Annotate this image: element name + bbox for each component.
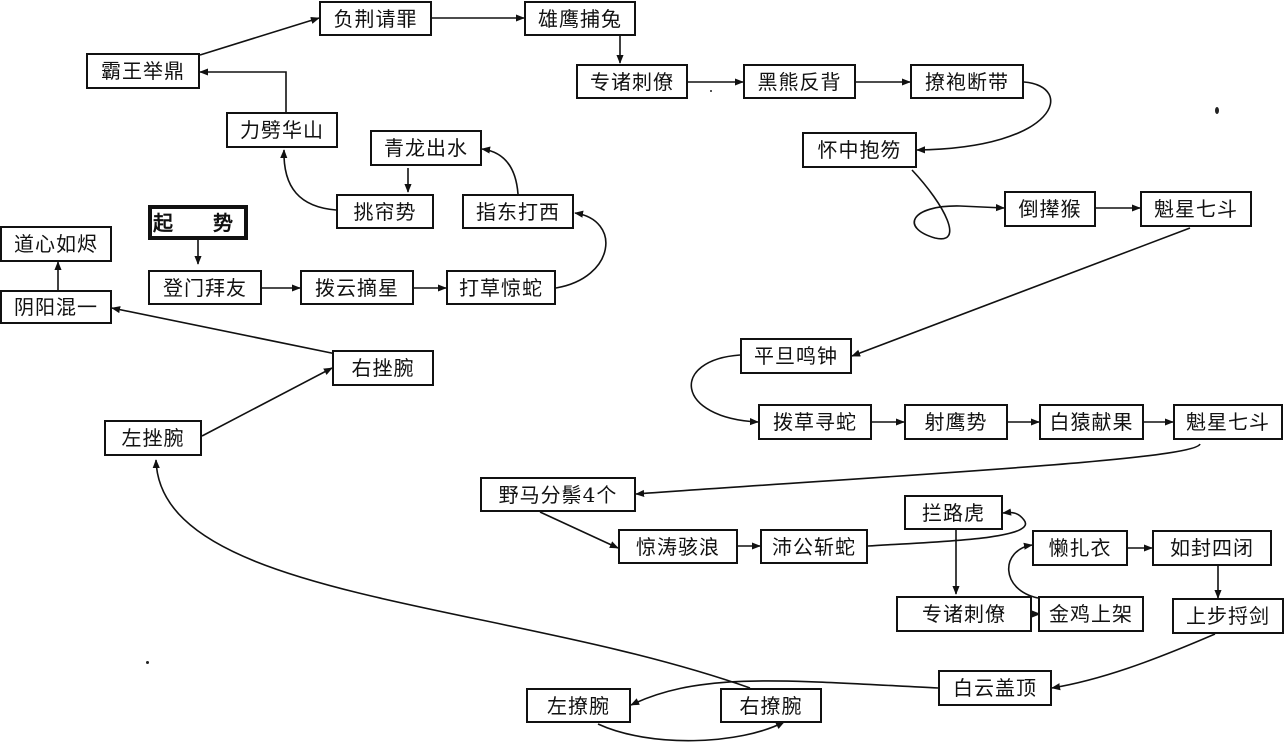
node-kuixing1: 魁星七斗 — [1140, 191, 1252, 227]
node-rufeng: 如封四闭 — [1152, 530, 1272, 566]
node-youliao: 右撩腕 — [720, 688, 822, 723]
arrow-baiyun-to-zuoliao — [630, 680, 939, 706]
node-kuixing2: 魁星七斗 — [1173, 404, 1283, 440]
node-zhidong: 指东打西 — [462, 194, 574, 229]
node-zuoliao: 左撩腕 — [526, 688, 631, 723]
node-baiyun: 白云盖顶 — [938, 670, 1052, 706]
arrow-youcuo-to-yinyang — [111, 306, 347, 357]
ink-speck — [146, 661, 149, 664]
node-yema: 野马分鬃4个 — [480, 477, 636, 512]
arrow-zuocuo-to-youcuo — [201, 367, 333, 437]
arrow-dacao-to-zhidong — [555, 210, 607, 289]
arrow-bawang-to-fujing — [199, 16, 320, 56]
node-pingdan: 平旦鸣钟 — [740, 338, 852, 374]
arrow-huaizhong-to-daonian — [911, 169, 1005, 240]
node-youcuo: 右挫腕 — [332, 350, 434, 386]
node-yinyang: 阴阳混一 — [0, 290, 112, 324]
node-baiyuan: 白猿献果 — [1039, 404, 1144, 440]
node-shangbu: 上步捋剑 — [1172, 598, 1284, 634]
node-lanlu: 拦路虎 — [904, 495, 1003, 530]
node-zhuanzhu2: 专诸刺僚 — [896, 596, 1032, 632]
node-jinji: 金鸡上架 — [1038, 596, 1144, 632]
arrow-kuixing2-to-yema — [635, 443, 1201, 498]
node-start: 起 势 — [148, 205, 248, 240]
arrow-tiaolian-to-lipi — [280, 149, 337, 211]
arrow-shangbu-to-baiyun — [1051, 633, 1216, 691]
node-lanzha: 懒扎衣 — [1032, 530, 1128, 566]
arrow-zuoliao-to-youliao — [597, 721, 785, 742]
arrow-kuixing1-to-pingdan — [851, 227, 1191, 357]
node-huaizhong: 怀中抱笏 — [802, 132, 917, 168]
node-xiongying: 雄鹰捕兔 — [524, 1, 636, 36]
arrow-liaopao-to-huaizhong — [916, 81, 1052, 154]
node-heixiong: 黑熊反背 — [743, 64, 856, 99]
node-dengmen: 登门拜友 — [148, 270, 262, 305]
node-boyun: 拨云摘星 — [300, 270, 414, 305]
node-peigong: 沛公斩蛇 — [760, 529, 868, 564]
node-dacao: 打草惊蛇 — [446, 270, 556, 305]
arrow-pingdan-to-bocao — [690, 354, 759, 426]
arrow-yema-to-jingtao — [539, 511, 619, 549]
arrow-peigong-to-lanlu — [867, 508, 1027, 547]
node-fujing: 负荆请罪 — [319, 1, 432, 36]
node-lipi: 力劈华山 — [226, 112, 338, 148]
node-jingtao: 惊涛骇浪 — [618, 529, 738, 564]
node-sheying: 射鹰势 — [904, 404, 1008, 440]
arrow-jinji-to-lanzha — [1007, 542, 1039, 599]
node-bawang: 霸王举鼎 — [86, 53, 200, 89]
node-daonian: 倒撵猴 — [1004, 191, 1096, 227]
ink-speck — [710, 90, 712, 92]
ink-speck — [1215, 107, 1219, 114]
node-zuocuo: 左挫腕 — [104, 420, 202, 456]
node-qinglong: 青龙出水 — [370, 130, 482, 166]
node-liaopao: 撩袍断带 — [910, 64, 1024, 99]
arrow-youliao-to-zuocuo — [152, 459, 751, 689]
arrow-lipi-to-bawang — [199, 68, 287, 112]
node-zhuanzhu1: 专诸刺僚 — [576, 64, 688, 99]
node-tiaolian: 挑帘势 — [336, 194, 434, 229]
node-bocao: 拨草寻蛇 — [758, 404, 872, 440]
node-daoxin: 道心如烬 — [0, 226, 112, 262]
arrow-zhidong-to-qinglong — [481, 146, 519, 195]
